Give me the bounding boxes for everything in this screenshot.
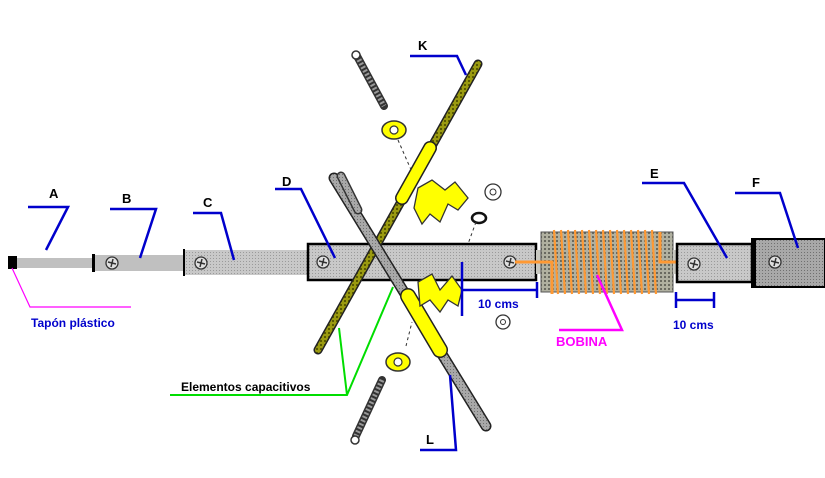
screw-icon [316,255,330,269]
screw-icon [503,255,517,269]
leader-k [410,54,468,76]
coil [515,229,692,295]
leader-c [193,211,236,261]
screw-icon [194,256,208,270]
label-l: L [426,432,434,447]
plastic-cap [8,256,17,269]
rod-l [328,172,492,432]
coil-winding [615,229,623,295]
segment-e [675,242,754,284]
dimension-1 [460,262,539,316]
coil-winding [594,229,602,295]
leader-lines [28,54,800,452]
rod-k [313,59,483,355]
label-b: B [122,191,131,206]
label-f: F [752,175,760,190]
label-dimension-2: 10 cms [673,318,714,332]
leader-b [110,207,158,259]
coil-winding [601,229,609,295]
label-k: K [418,38,428,53]
nut-lower [495,314,511,330]
leader-f [735,191,800,249]
label-e: E [650,166,659,181]
capacitive-plate-lower [417,273,463,314]
coil-winding [559,229,567,295]
leader-a [28,205,71,251]
coil-winding [636,229,644,295]
pin-upper [336,171,363,215]
segment-a [8,256,94,269]
label-c: C [203,195,213,210]
coil-winding [552,229,560,295]
coil-winding [608,229,616,295]
nut-upper [467,183,502,245]
leader-capacitive [170,286,394,396]
coil-winding [629,229,637,295]
coil-winding [566,229,574,295]
leader-d [275,187,337,259]
leader-plastic-cap [11,267,131,308]
leader-l [420,374,458,452]
segment-b [92,254,184,272]
coil-winding [643,229,651,295]
capacitive-plate-upper [413,179,469,226]
segment-f [751,238,825,288]
label-coil: BOBINA [556,334,608,349]
label-dimension-1: 10 cms [478,297,519,311]
leader-e [642,181,729,259]
label-a: A [49,186,59,201]
bolt-lower [350,321,413,445]
coil-lead-left [515,260,554,294]
segment-c [183,249,308,276]
coil-winding [587,229,595,295]
label-capacitive-elements: Elementos capacitivos [181,380,311,394]
segment-d [306,242,538,282]
coil-winding [650,229,658,295]
screw-icon [105,256,119,270]
dimension-2 [674,292,716,308]
bolt-upper [351,50,413,173]
leader-coil [559,274,624,332]
screw-icon [768,255,782,269]
coil-winding [622,229,630,295]
label-plastic-cap: Tapón plástico [31,316,115,330]
coil-winding [580,229,588,295]
label-d: D [282,174,291,189]
screw-icon [687,257,701,271]
coil-winding [573,229,581,295]
coil-windings [552,229,658,295]
